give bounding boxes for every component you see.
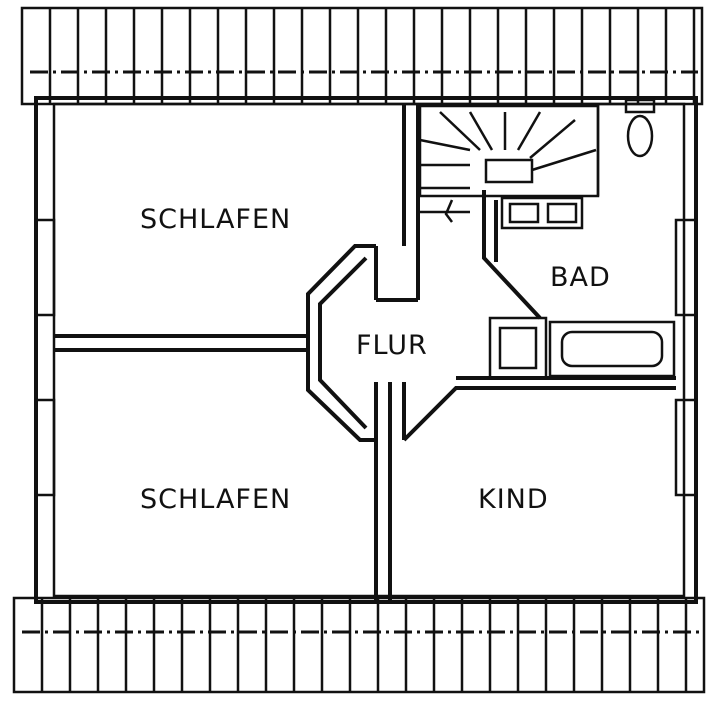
room-label-hall: FLUR — [356, 330, 428, 361]
outer-walls — [34, 96, 698, 604]
shower-icon — [488, 316, 548, 380]
room-label-bedroom-top: SCHLAFEN — [140, 204, 291, 235]
interior-walls — [54, 104, 676, 600]
roof-bottom — [12, 596, 706, 694]
room-label-bath: BAD — [550, 262, 611, 293]
room-label-kids: KIND — [478, 484, 549, 515]
bathroom-fixtures — [488, 98, 676, 380]
roof-top — [20, 6, 704, 106]
room-label-bedroom-bottom: SCHLAFEN — [140, 484, 291, 515]
double-sink-icon — [500, 196, 584, 230]
bathtub-icon — [548, 320, 676, 378]
staircase — [419, 111, 597, 223]
toilet-icon — [624, 98, 656, 158]
